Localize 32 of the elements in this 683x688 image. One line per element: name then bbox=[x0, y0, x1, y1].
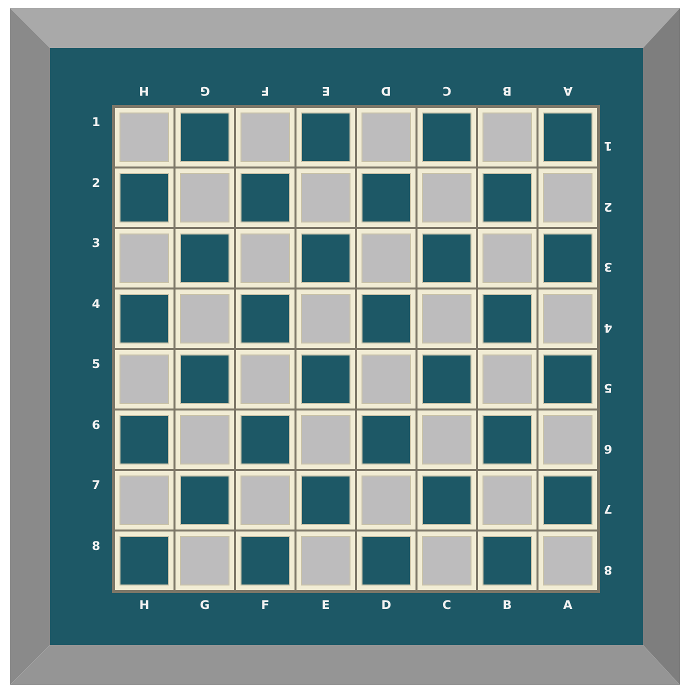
rank-label: 8 bbox=[602, 562, 614, 577]
rank-label: 4 bbox=[602, 320, 614, 335]
file-label: F bbox=[260, 83, 270, 98]
file-label: C bbox=[441, 83, 452, 98]
rank-label: 7 bbox=[602, 501, 614, 516]
rank-label: 2 bbox=[90, 176, 102, 192]
file-label: D bbox=[380, 598, 392, 614]
file-label: A bbox=[562, 83, 574, 98]
file-label: H bbox=[138, 83, 150, 98]
rank-label: 4 bbox=[90, 296, 102, 313]
rank-label: 7 bbox=[90, 478, 102, 494]
rank-label: 3 bbox=[602, 259, 614, 274]
rank-label: 2 bbox=[602, 198, 614, 214]
file-label: B bbox=[502, 598, 513, 614]
rank-label: 1 bbox=[90, 115, 102, 132]
rank-label: 6 bbox=[90, 418, 102, 434]
file-label: E bbox=[320, 598, 331, 614]
file-label: D bbox=[380, 83, 392, 98]
file-label: C bbox=[441, 598, 452, 614]
rank-label: 1 bbox=[602, 138, 614, 154]
rank-label: 8 bbox=[90, 538, 102, 555]
file-label: E bbox=[320, 83, 331, 98]
rank-label: 5 bbox=[90, 357, 102, 374]
file-label: G bbox=[198, 83, 211, 98]
file-label: H bbox=[138, 598, 150, 614]
rank-label: 5 bbox=[602, 380, 614, 396]
rank-label: 6 bbox=[602, 440, 614, 456]
file-label: A bbox=[562, 598, 574, 614]
file-label: B bbox=[502, 83, 513, 98]
file-label: F bbox=[260, 598, 270, 614]
rank-label: 3 bbox=[90, 236, 102, 252]
file-label: G bbox=[198, 598, 211, 614]
